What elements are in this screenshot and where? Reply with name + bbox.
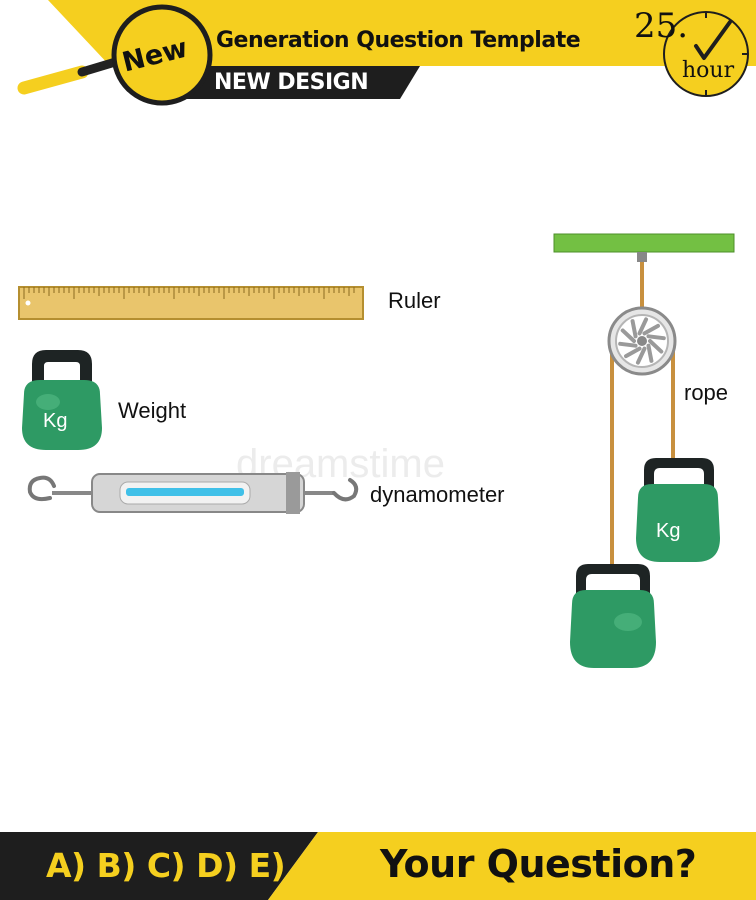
header-title: Generation Question Template [216,28,581,53]
clock-number: 25. [634,6,689,46]
weight-unit-label: Kg [43,410,68,432]
rope-label: rope [684,380,729,405]
weight-label: Weight [118,398,187,423]
clock-icon [663,11,749,97]
dynamometer-label: dynamometer [370,482,505,507]
header-subtitle: NEW DESIGN [214,70,369,95]
dynamometer-icon [27,472,359,514]
footer-band [0,832,756,900]
ruler-label: Ruler [388,288,441,313]
weight-icon [22,350,102,450]
ruler-icon [18,286,364,320]
magnifier-icon [17,4,213,106]
header-banner [0,0,756,99]
question-text: Your Question? [380,842,697,886]
answer-options: A) B) C) D) E) [46,846,286,885]
clock-unit: hour [682,58,735,83]
header-shapes [48,0,756,99]
pulley-system-diagram [553,233,735,668]
pulley-weight-unit-label: Kg [656,520,681,542]
